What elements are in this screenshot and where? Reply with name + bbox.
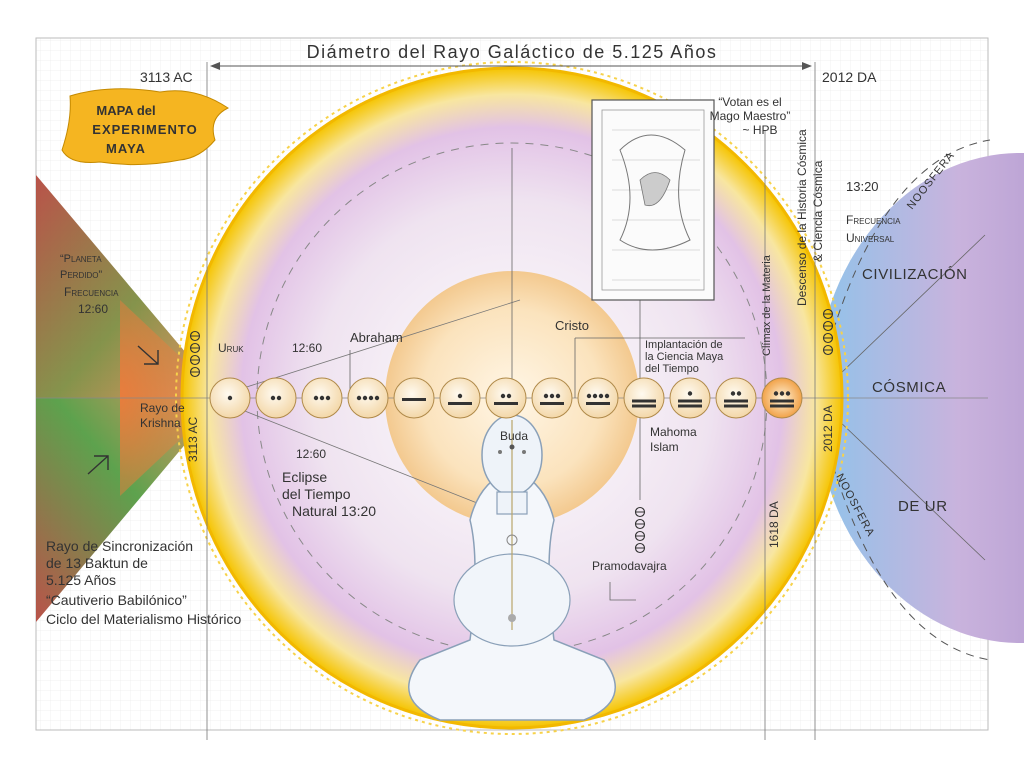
baktun-bead xyxy=(531,377,573,419)
maya-glyph-icon xyxy=(189,342,201,354)
maya-glyph-icon xyxy=(634,506,646,518)
planet-line2: Perdido” xyxy=(60,269,102,281)
quote-line2: Mago Maestro” xyxy=(710,109,791,123)
krishna-line1: Rayo de xyxy=(140,401,185,415)
climax-label: Clímax de la Materia xyxy=(761,254,773,356)
bottom-line5: Ciclo del Materialismo Histórico xyxy=(46,611,241,627)
baktun-bead xyxy=(715,377,757,419)
right-ratio: 13:20 xyxy=(846,179,879,194)
implant-line3: del Tiempo xyxy=(645,363,699,375)
baktun-bead xyxy=(623,377,665,419)
baktun-bead xyxy=(669,377,711,419)
eclipse-line3: Natural 13:20 xyxy=(292,503,376,519)
abraham-label: Abraham xyxy=(350,330,403,345)
pakal-tablet-illustration xyxy=(591,99,715,301)
arrow-icon-down xyxy=(137,345,159,365)
ratio-bottom: 12:60 xyxy=(296,447,326,461)
left-ray-panel xyxy=(36,175,224,622)
badge-line1: MAPA del xyxy=(96,103,155,118)
glyph-stacks xyxy=(189,308,834,554)
maya-glyph-icon xyxy=(822,332,834,344)
maya-glyph-icon xyxy=(634,530,646,542)
ratio-top: 12:60 xyxy=(292,341,322,355)
maya-glyph-icon xyxy=(822,308,834,320)
uruk-label: Uruk xyxy=(218,341,244,355)
mahoma-line2: Islam xyxy=(650,440,679,454)
baktun-bead xyxy=(393,377,435,419)
quote-line3: ~ HPB xyxy=(742,123,777,137)
baktun-bead xyxy=(209,377,251,419)
bottom-line4: “Cautiverio Babilónico” xyxy=(46,592,187,608)
maya-glyph-icon xyxy=(189,330,201,342)
badge-line2: EXPERIMENTO xyxy=(92,122,197,137)
bottom-line2: de 13 Baktun de xyxy=(46,555,148,571)
planet-line1: “Planeta xyxy=(60,253,102,265)
baktun-bead xyxy=(439,377,481,419)
maya-glyph-icon xyxy=(822,344,834,356)
bottom-line3: 5.125 Años xyxy=(46,572,116,588)
freq-line2: Universal xyxy=(846,231,895,245)
baktun-bead xyxy=(301,377,343,419)
end-date: 2012 DA xyxy=(822,69,877,85)
maya-glyph-icon xyxy=(189,354,201,366)
descenso-line1: Descenso de la Historia Cósmica xyxy=(795,129,809,306)
krishna-line2: Krishna xyxy=(140,416,181,430)
bottom-line1: Rayo de Sincronización xyxy=(46,538,193,554)
cristo-label: Cristo xyxy=(555,318,589,333)
baktun-bead xyxy=(485,377,527,419)
buda-label: Buda xyxy=(500,429,528,443)
freq-line1: Frecuencia xyxy=(846,213,901,227)
maya-glyph-icon xyxy=(634,542,646,554)
maya-glyph-icon xyxy=(822,320,834,332)
eclipse-line1: Eclipse xyxy=(282,469,327,485)
descenso-line2: & Ciencia Cósmica xyxy=(811,160,825,262)
start-date: 3113 AC xyxy=(140,69,193,85)
planet-line3: Frecuencia xyxy=(64,285,119,299)
diameter-arrow xyxy=(210,62,812,70)
maya-glyph-icon xyxy=(189,366,201,378)
maya-experiment-badge xyxy=(61,88,229,166)
baktun-row xyxy=(209,377,803,419)
civ-label: CIVILIZACIÓN xyxy=(862,266,968,283)
baktun-bead xyxy=(761,377,803,419)
date-3113: 3113 AC xyxy=(186,417,200,462)
eclipse-line2: del Tiempo xyxy=(282,486,351,502)
deur-label: DE UR xyxy=(898,498,948,515)
planet-line4: 12:60 xyxy=(78,302,108,316)
date-2012: 2012 DA xyxy=(821,405,835,452)
maya-glyph-icon xyxy=(634,518,646,530)
cosmica-label: CÓSMICA xyxy=(872,379,946,396)
implant-line2: la Ciencia Maya xyxy=(645,351,724,363)
baktun-bead xyxy=(255,377,297,419)
mahoma-line1: Mahoma xyxy=(650,425,697,439)
arrow-icon-up xyxy=(87,455,109,475)
implant-line1: Implantación de xyxy=(645,339,723,351)
diagram-title: Diámetro del Rayo Galáctico de 5.125 Año… xyxy=(307,42,718,62)
pramodavajra-label: Pramodavajra xyxy=(592,559,667,573)
baktun-bead xyxy=(347,377,389,419)
date-1618: 1618 DA xyxy=(767,501,781,548)
badge-line3: MAYA xyxy=(106,141,146,156)
quote-line1: “Votan es el xyxy=(718,95,781,109)
baktun-bead xyxy=(577,377,619,419)
